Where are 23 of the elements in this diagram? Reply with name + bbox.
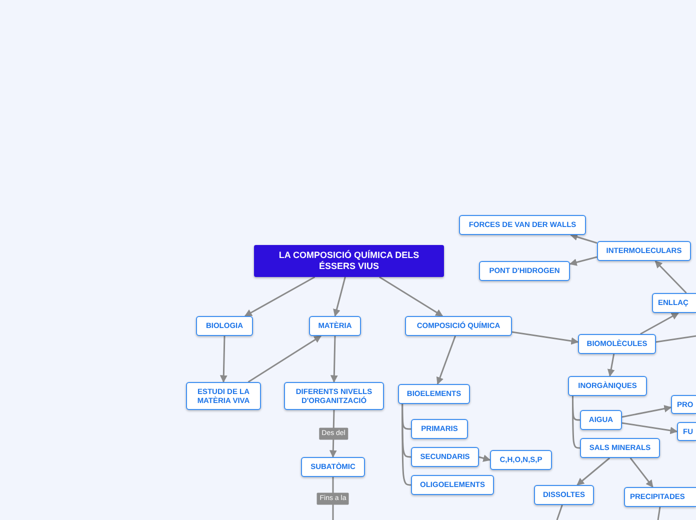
arrow — [576, 457, 610, 486]
connector-line — [572, 396, 580, 449]
connector-line — [657, 506, 661, 520]
arrow — [630, 458, 654, 488]
connector-line — [556, 504, 563, 520]
arrow — [478, 454, 491, 462]
arrow — [244, 276, 316, 317]
arrow — [654, 260, 687, 294]
arrow — [248, 335, 322, 383]
arrow — [607, 354, 615, 377]
arrow — [333, 276, 346, 317]
title-box: LA COMPOSICIÓ QUÍMICA DELS ÉSSERS VIUS — [254, 245, 444, 277]
arrow — [379, 276, 444, 317]
arrow — [436, 336, 456, 385]
connector-line — [656, 335, 696, 343]
arrow — [640, 312, 680, 335]
arrow — [570, 233, 598, 244]
arrow — [512, 331, 579, 345]
arrow — [622, 404, 672, 418]
arrow — [220, 336, 228, 383]
arrow — [569, 256, 598, 266]
arrow — [622, 422, 678, 434]
arrow — [330, 336, 338, 383]
